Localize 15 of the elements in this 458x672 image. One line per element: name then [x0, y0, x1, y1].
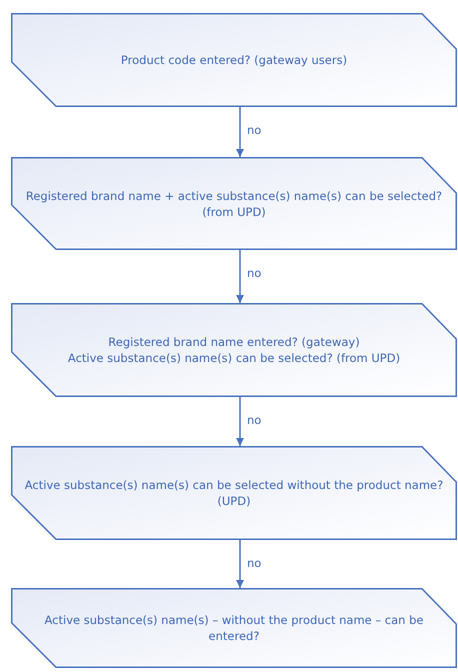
- question-text: Registered brand name + active substance(s) name(s) can be selected? (from UPD): [24, 188, 444, 220]
- question-text: Active substance(s) name(s) can be selected? (from UPD): [66, 350, 402, 366]
- question-text: Active substance(s) name(s) – without the product name – can be entered?: [44, 612, 424, 644]
- decision-box: [11, 13, 457, 107]
- decision-box: [11, 303, 457, 397]
- arrow: [236, 397, 244, 446]
- arrow: [236, 107, 244, 157]
- question-text: Registered brand name entered? (gateway): [107, 334, 361, 350]
- question-text: Product code entered? (gateway users): [120, 52, 348, 68]
- decision-box: [11, 588, 457, 668]
- decision-box: [11, 446, 457, 540]
- arrow: [236, 540, 244, 588]
- question-text: Active substance(s) name(s) can be selected without the product name? (UPD): [24, 477, 444, 509]
- arrow: [236, 250, 244, 303]
- decision-box: [11, 157, 457, 250]
